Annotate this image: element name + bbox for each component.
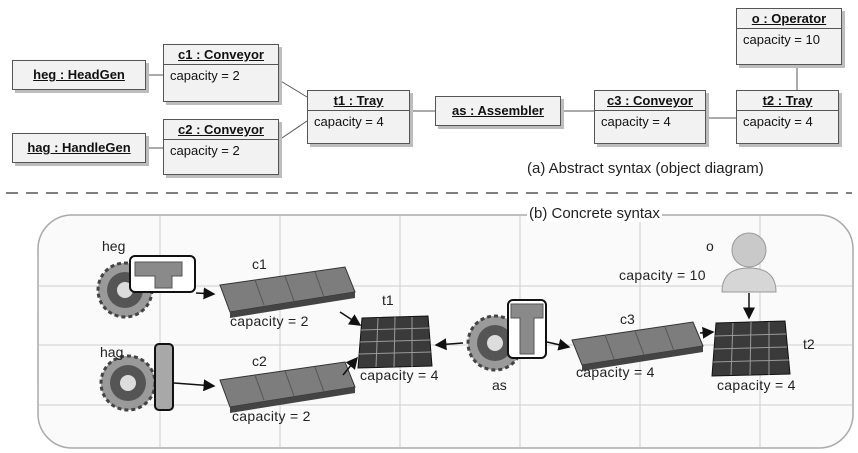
object-heg-label: heg : HeadGen [33, 67, 125, 82]
object-t2: t2 : Tray capacity = 4 [736, 90, 839, 144]
object-c1: c1 : Conveyor capacity = 2 [163, 44, 279, 102]
handle-part-icon [155, 344, 173, 410]
object-c3-name: c3 : Conveyor [595, 91, 705, 111]
link-c2-t1 [279, 121, 307, 140]
label-t1: t1 [382, 292, 394, 308]
label-c1: c1 [252, 256, 267, 272]
tray-icon-t1 [358, 316, 432, 368]
arrow-heg-c1 [196, 293, 214, 294]
object-o: o : Operator capacity = 10 [736, 8, 842, 65]
label-hag: hag [100, 344, 123, 360]
label-t2: t2 [803, 336, 815, 352]
tray-icon-t2 [712, 321, 790, 376]
object-c2-name: c2 : Conveyor [164, 120, 278, 140]
object-c3: c3 : Conveyor capacity = 4 [594, 90, 706, 144]
label-c3-capacity: capacity = 4 [576, 364, 655, 380]
object-o-name: o : Operator [737, 9, 841, 29]
label-heg: heg [102, 238, 125, 254]
caption-abstract-syntax: (a) Abstract syntax (object diagram) [527, 160, 764, 177]
object-c2: c2 : Conveyor capacity = 2 [163, 119, 279, 175]
label-o-capacity: capacity = 10 [619, 267, 706, 283]
caption-concrete-syntax: (b) Concrete syntax [527, 205, 662, 222]
object-t1: t1 : Tray capacity = 4 [307, 90, 410, 144]
label-as: as [492, 377, 507, 393]
object-c3-attr: capacity = 4 [595, 111, 705, 132]
arrow-c3-t2 [700, 332, 713, 333]
link-c1-t1 [279, 80, 307, 97]
label-c3: c3 [620, 311, 635, 327]
gear-icon-hag [101, 356, 155, 410]
object-c1-attr: capacity = 2 [164, 65, 278, 86]
object-c2-attr: capacity = 2 [164, 140, 278, 161]
label-t2-capacity: capacity = 4 [717, 377, 796, 393]
object-t2-name: t2 : Tray [737, 91, 838, 111]
object-t2-attr: capacity = 4 [737, 111, 838, 132]
object-as: as : Assembler [435, 96, 561, 126]
object-heg: heg : HeadGen [12, 60, 146, 90]
head-part-icon [130, 256, 195, 292]
object-t1-attr: capacity = 4 [308, 111, 409, 132]
object-hag: hag : HandleGen [12, 133, 146, 163]
label-t1-capacity: capacity = 4 [360, 367, 439, 383]
label-c1-capacity: capacity = 2 [230, 313, 309, 329]
object-c1-name: c1 : Conveyor [164, 45, 278, 65]
assembled-part-icon [508, 300, 546, 358]
label-o: o [706, 238, 714, 254]
object-as-label: as : Assembler [452, 103, 544, 118]
object-hag-label: hag : HandleGen [27, 140, 130, 155]
label-c2: c2 [252, 353, 267, 369]
object-o-attr: capacity = 10 [737, 29, 841, 50]
label-c2-capacity: capacity = 2 [232, 408, 311, 424]
object-t1-name: t1 : Tray [308, 91, 409, 111]
